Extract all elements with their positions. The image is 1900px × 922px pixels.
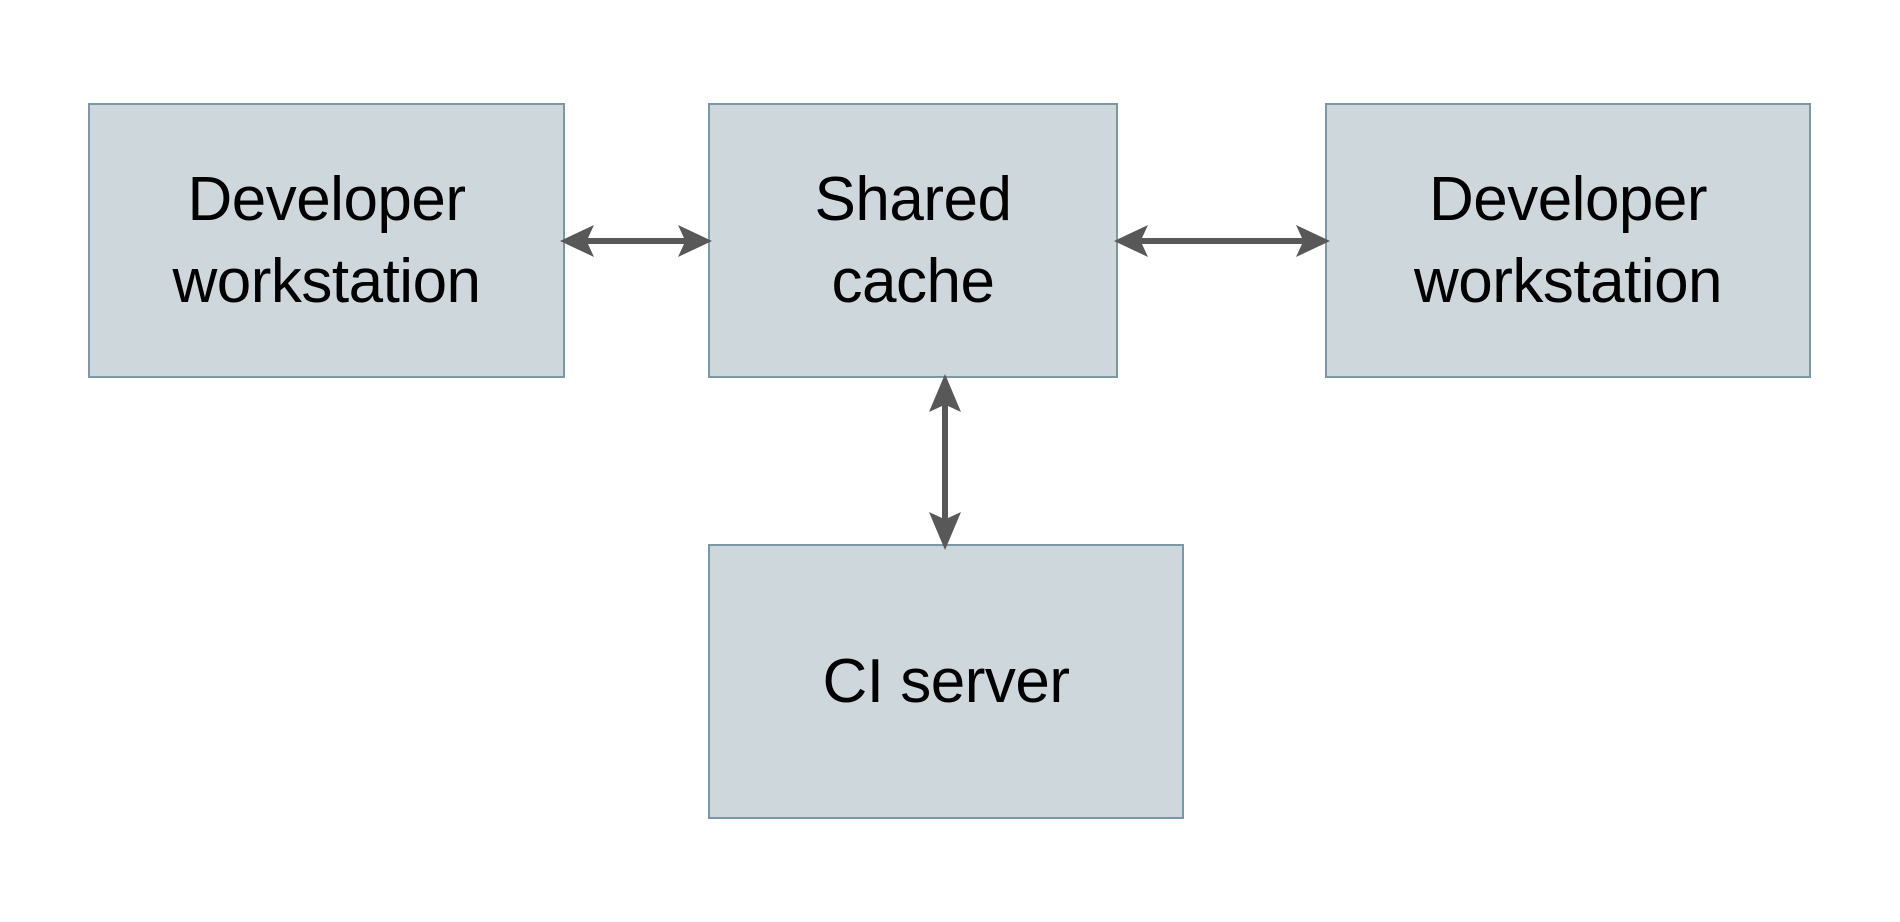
node-developer-workstation-left[interactable]: Developer workstation <box>88 103 565 378</box>
edge-developer-left-to-shared-cache[interactable] <box>560 215 712 267</box>
node-label: CI server <box>822 646 1070 716</box>
node-label: Developer workstation <box>1413 164 1723 316</box>
double-arrow-icon <box>560 225 712 257</box>
edge-shared-cache-to-developer-right[interactable] <box>1114 215 1330 267</box>
double-arrow-icon <box>1114 225 1330 257</box>
edge-shared-cache-to-ci-server[interactable] <box>919 374 971 550</box>
node-label: Developer workstation <box>172 164 481 316</box>
double-arrow-icon <box>929 374 961 550</box>
node-developer-workstation-right[interactable]: Developer workstation <box>1325 103 1811 378</box>
node-label: Shared cache <box>814 164 1012 316</box>
node-shared-cache[interactable]: Shared cache <box>708 103 1118 378</box>
node-ci-server[interactable]: CI server <box>708 544 1184 819</box>
